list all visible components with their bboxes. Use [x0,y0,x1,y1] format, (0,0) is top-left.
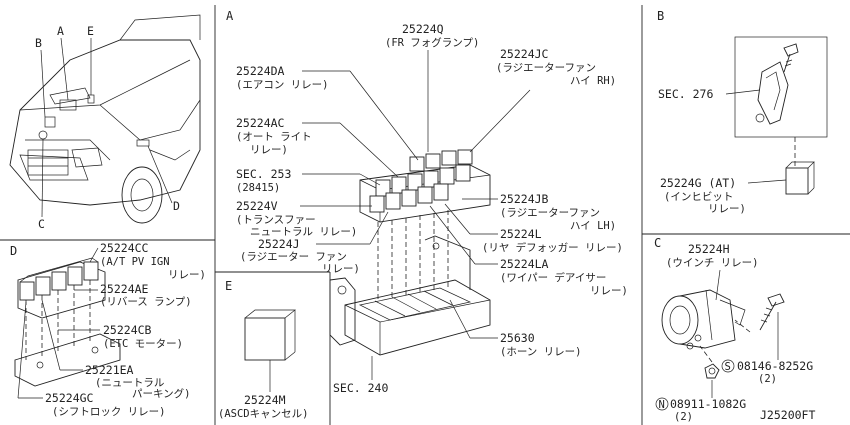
svg-text:ニュートラル リレー): ニュートラル リレー) [250,226,357,238]
svg-text:(リヤ デフォッガー リレー): (リヤ デフォッガー リレー) [482,241,623,254]
svg-text:(28415): (28415) [236,182,280,194]
relay-block [359,149,491,223]
nut [704,363,720,379]
svg-text:(ラジエーターファン: (ラジエーターファン [496,62,596,74]
part-25224jc: 25224JC [500,47,549,61]
part-25224gc: 25224GC [45,391,94,405]
svg-text:S: S [725,361,731,373]
relay-box-housing [329,235,491,356]
svg-text:(オート ライト: (オート ライト [236,131,312,143]
svg-text:(シフトロック リレー): (シフトロック リレー) [52,406,165,418]
svg-text:(ASCDキャンセル): (ASCDキャンセル) [218,408,308,420]
part-25224j: 25224J [258,237,300,251]
part-25224q: 25224Q [402,22,444,36]
svg-text:(インヒビット: (インヒビット [664,191,733,203]
vehicle-label-e: E [87,24,94,38]
relay-grid [369,149,473,213]
svg-text:パーキング): パーキング) [132,387,191,400]
bolt-head [783,43,799,57]
sec-253: SEC. 253 [236,167,291,181]
part-25221ea: 25221EA [85,363,134,377]
sec-276: SEC. 276 [658,87,713,101]
vehicle-label-b: B [35,36,42,50]
svg-text:リレー): リレー) [168,269,206,281]
panel-d: D 25224CC (A/T PV IGN リレー) 25224AE (リバース… [10,241,206,418]
svg-text:(FR フォグランプ): (FR フォグランプ) [385,36,479,49]
projection-lines [377,210,449,300]
vehicle-body [9,39,201,206]
svg-text:(2): (2) [758,373,777,385]
svg-text:(ラジエーター ファン: (ラジエーター ファン [240,251,347,263]
svg-text:(ホーン リレー): (ホーン リレー) [500,346,581,358]
svg-text:(ETC モーター): (ETC モーター) [103,338,183,350]
svg-text:N: N [659,399,665,411]
part-25224cb: 25224CB [103,323,152,337]
panel-c: C 25224H (ウインチ リレー) S 08146-8252G (2) N … [654,236,815,423]
headlamp [71,147,103,168]
diagram-code: J25200FT [760,408,815,422]
svg-text:リレー): リレー) [708,203,746,215]
vehicle-overview: B A E C D [9,14,201,231]
part-25224l: 25224L [500,227,542,241]
svg-text:(2): (2) [674,411,693,423]
panel-e: E 25224M (ASCDキャンセル) [218,279,308,420]
panel-a-title: A [226,9,234,23]
svg-text:リレー): リレー) [590,285,628,297]
svg-text:(ワイパー デアイサー: (ワイパー デアイサー [500,271,606,284]
detail-frame [734,36,828,138]
vehicle-label-d: D [173,199,180,213]
part-08146-8252g: 08146-8252G [737,359,813,373]
part-25224da: 25224DA [236,64,285,78]
front-wheel [121,166,163,224]
bolt-mark [721,359,735,373]
svg-text:(ニュートラル: (ニュートラル [95,377,164,389]
part-25224g: 25224G (AT) [660,176,736,190]
panel-e-title: E [225,279,232,293]
panel-b: B SEC. 276 25224G (AT) (インヒビット リレー) [657,9,828,215]
clip [755,113,765,123]
svg-text:(ラジエーターファン: (ラジエーターファン [500,207,600,219]
panel-b-title: B [657,9,664,23]
panel-d-title: D [10,244,17,258]
sec-240: SEC. 240 [333,381,388,395]
mount-plate [14,333,121,387]
part-25224cc: 25224CC [100,241,149,255]
svg-text:(エアコン リレー): (エアコン リレー) [236,79,328,91]
svg-text:リレー): リレー) [250,144,288,156]
vehicle-label-c: C [38,217,45,231]
panel-c-title: C [654,236,661,250]
svg-text:(リバース ランプ): (リバース ランプ) [100,296,192,308]
ascd-relay [244,317,286,361]
bolt [767,293,785,307]
part-25224ae: 25224AE [100,282,149,296]
vehicle-label-a: A [57,24,64,38]
grille [27,149,69,176]
bracket [757,61,789,125]
nut-mark [655,397,669,411]
svg-text:リレー): リレー) [322,263,360,275]
part-25224ac: 25224AC [236,116,285,130]
svg-text:(トランスファー: (トランスファー [236,214,316,226]
part-08911-1082g: 08911-1082G [670,397,746,411]
part-25224h: 25224H [688,242,730,256]
part-25224m: 25224M [244,393,286,407]
winch-relay-body [661,295,699,345]
part-25630: 25630 [500,331,535,345]
panel-a: A [226,9,628,395]
part-25224la: 25224LA [500,257,549,271]
relay-bracket [17,261,106,319]
part-25224v: 25224V [236,199,278,213]
mount-bracket [329,277,356,346]
svg-text:ハイ LH): ハイ LH) [570,220,616,232]
relay-inhibit [785,167,809,195]
svg-text:(A/T PV IGN: (A/T PV IGN [100,256,170,268]
part-25224jb: 25224JB [500,192,549,206]
svg-text:ハイ RH): ハイ RH) [570,75,616,87]
svg-text:(ウインチ リレー): (ウインチ リレー) [666,257,758,269]
